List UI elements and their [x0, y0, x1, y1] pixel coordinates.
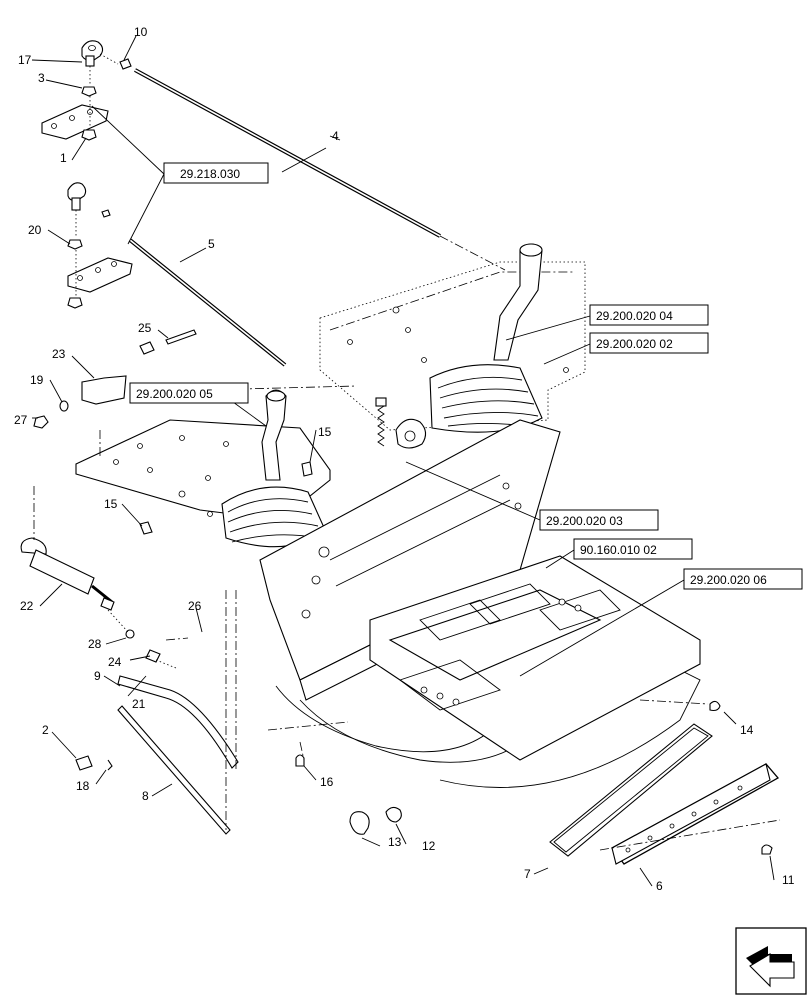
ref-90-160-010-02: 90.160.010 02 — [580, 543, 657, 557]
callout-20: 20 — [28, 223, 42, 237]
callout-24: 24 — [108, 655, 122, 669]
pedal-base — [369, 555, 701, 761]
reference-boxes: 29.218.030 29.200.020 04 29.200.020 02 2… — [129, 162, 803, 590]
callout-21: 21 — [132, 697, 146, 711]
callout-13: 13 — [388, 835, 402, 849]
callout-28: 28 — [88, 637, 102, 651]
ref-29-200-020-06: 29.200.020 06 — [690, 573, 767, 587]
ref-29-200-020-02: 29.200.020 02 — [596, 337, 673, 351]
callout-11: 11 — [782, 873, 795, 887]
callout-25: 25 — [138, 321, 152, 335]
left-joystick — [221, 389, 327, 548]
callout-17: 17 — [18, 53, 32, 67]
callout-18: 18 — [76, 779, 90, 793]
leader-lines — [31, 35, 775, 887]
callout-labels: 17 10 3 1 4 20 5 25 23 19 27 15 15 22 26… — [14, 25, 795, 893]
callout-4: 4 — [332, 129, 339, 143]
lower-links — [33, 430, 239, 835]
callout-9: 9 — [94, 669, 101, 683]
ref-29-200-020-05: 29.200.020 05 — [136, 387, 213, 401]
right-joystick — [429, 243, 543, 433]
callout-8: 8 — [142, 789, 149, 803]
callout-19: 19 — [30, 373, 44, 387]
callout-5: 5 — [208, 237, 215, 251]
control-rods — [128, 68, 506, 367]
callout-15-lower: 15 — [104, 497, 118, 511]
callout-3: 3 — [38, 71, 45, 85]
callout-2: 2 — [42, 723, 49, 737]
gasket-and-cover — [549, 723, 781, 865]
callout-27: 27 — [14, 413, 28, 427]
callout-7: 7 — [524, 867, 531, 881]
gas-spring — [20, 537, 115, 611]
clamp — [349, 806, 402, 835]
callout-1: 1 — [60, 151, 67, 165]
ref-29-218-030: 29.218.030 — [180, 167, 240, 181]
view-direction-arrow-icon — [735, 927, 807, 995]
callout-26: 26 — [188, 599, 202, 613]
callout-22: 22 — [20, 599, 34, 613]
callout-12: 12 — [422, 839, 436, 853]
ref-29-200-020-03: 29.200.020 03 — [546, 514, 623, 528]
callout-6: 6 — [656, 879, 663, 893]
fasteners — [33, 329, 773, 855]
spring-pivot — [375, 397, 427, 449]
upper-linkage-assembly — [41, 40, 133, 309]
callout-15-upper: 15 — [318, 425, 332, 439]
callout-10: 10 — [134, 25, 148, 39]
callout-14: 14 — [740, 723, 754, 737]
ref-29-200-020-04: 29.200.020 04 — [596, 309, 673, 323]
callout-23: 23 — [52, 347, 66, 361]
callout-16: 16 — [320, 775, 334, 789]
